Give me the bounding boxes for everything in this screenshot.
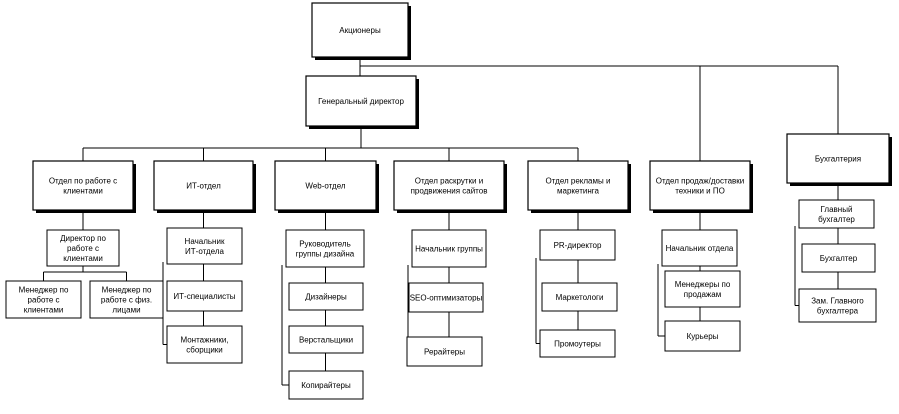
node-box: [664, 320, 741, 352]
node-box: [166, 280, 243, 312]
node-box: [539, 329, 616, 358]
node-box: [285, 229, 365, 268]
node-box: [527, 160, 629, 211]
node-box: [288, 370, 364, 400]
node-role-d3-3: Копирайтеры: [288, 370, 364, 400]
node-label: Генеральный директор: [318, 97, 404, 106]
node-box: [798, 288, 877, 323]
node-label: Начальник группы: [415, 244, 483, 253]
node-department-d7: Бухгалтерия: [786, 133, 892, 186]
node-role-d6-0: Начальник отдела: [661, 229, 738, 267]
node-role-d2-1: ИТ-специалисты: [166, 280, 243, 312]
node-box: [5, 280, 82, 319]
node-role-d4-2: Рерайтеры: [406, 336, 483, 367]
node-role-d3-2: Верстальщики: [288, 325, 364, 354]
node-box: [539, 229, 616, 261]
node-box: [798, 199, 875, 229]
node-role-d6-2: Курьеры: [664, 320, 741, 352]
node-label: Бухгалтер: [820, 254, 858, 263]
node-box: [406, 336, 483, 367]
node-label: Монтажники,сборщики: [180, 335, 228, 354]
node-department-d3: Web-отдел: [274, 160, 379, 213]
node-label: Копирайтеры: [301, 381, 351, 390]
node-box: [661, 229, 738, 267]
node-box: [408, 282, 484, 313]
node-label: Курьеры: [687, 332, 719, 341]
node-box: [411, 229, 487, 268]
node-role-d2-2: Монтажники,сборщики: [166, 325, 243, 364]
node-box: [274, 160, 377, 211]
node-box: [89, 280, 164, 319]
node-label: Дизайнеры: [305, 292, 347, 301]
node-department-d2: ИТ-отдел: [153, 160, 256, 213]
node-box: [541, 282, 618, 312]
node-box: [166, 325, 243, 364]
node-box: [786, 133, 890, 184]
node-label: Верстальщики: [299, 335, 353, 344]
node-box: [288, 282, 364, 311]
node-role-d4-0: Начальник группы: [411, 229, 487, 268]
node-label: PR-директор: [554, 241, 602, 250]
node-label: ИТ-специалисты: [173, 292, 235, 301]
connector-lines: [43, 57, 839, 386]
node-label: Промоутеры: [554, 339, 601, 348]
node-box: [664, 270, 741, 308]
node-role-d3-1: Дизайнеры: [288, 282, 364, 311]
node-general-director: Генеральный директор: [305, 75, 419, 129]
node-box: [801, 243, 876, 273]
node-label: ИТ-отдел: [186, 181, 221, 190]
node-label: Маркетологи: [556, 293, 604, 302]
node-box: [166, 227, 243, 265]
node-box: [288, 325, 364, 354]
node-label: Начальник отдела: [666, 244, 734, 253]
node-label: Web-отдел: [305, 181, 345, 190]
node-label: Бухгалтерия: [815, 154, 861, 163]
node-box: [393, 160, 505, 211]
node-box: [153, 160, 254, 211]
node-shareholders: Акционеры: [311, 2, 411, 60]
node-role-d7-1: Бухгалтер: [801, 243, 876, 273]
node-box: [46, 229, 120, 267]
node-box: [32, 160, 134, 211]
node-role-d5-2: Промоутеры: [539, 329, 616, 358]
node-label: Рерайтеры: [424, 347, 465, 356]
node-label: Акционеры: [339, 26, 381, 35]
node-role-d4-1: SEO-оптимизаторы: [408, 282, 484, 313]
node-box: [305, 75, 417, 127]
node-role-d5-1: Маркетологи: [541, 282, 618, 312]
node-label: SEO-оптимизаторы: [410, 293, 483, 302]
node-role-d5-0: PR-директор: [539, 229, 616, 261]
node-box: [311, 2, 409, 58]
node-box: [649, 160, 751, 211]
